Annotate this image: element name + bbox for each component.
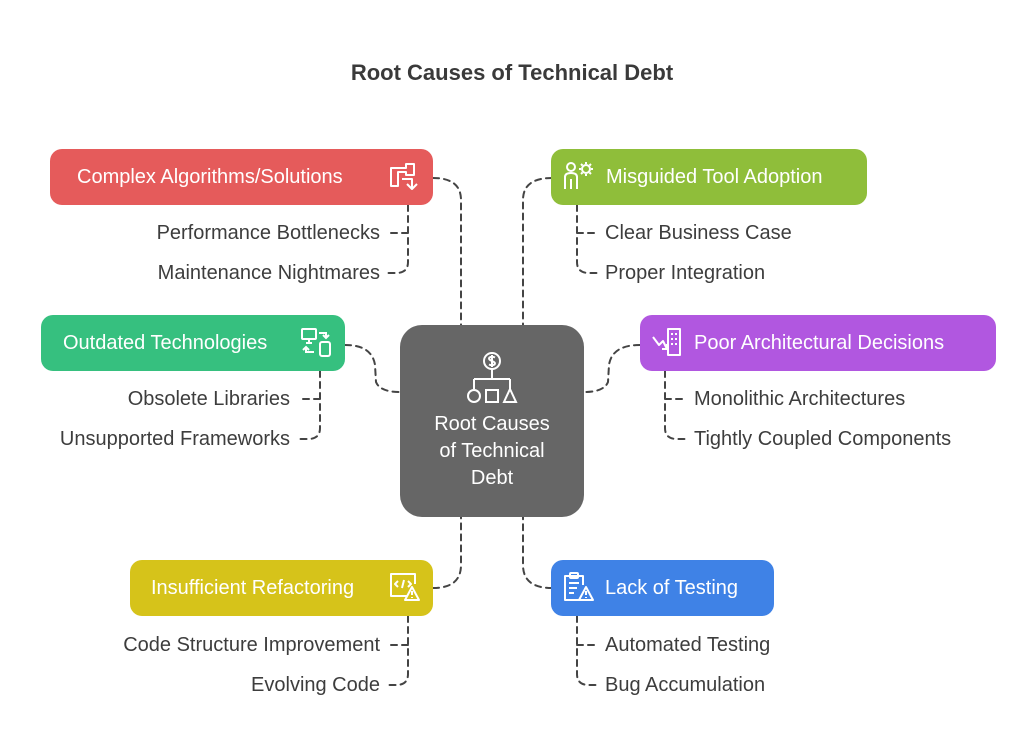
clipboard-warning-icon bbox=[564, 572, 594, 601]
sub-item: Clear Business Case bbox=[605, 222, 792, 244]
connector-complex bbox=[432, 177, 462, 326]
puzzle-arrow-icon bbox=[390, 163, 418, 190]
node-poor-architectural-decisions: Poor Architectural Decisions bbox=[640, 315, 996, 371]
code-warning-icon bbox=[390, 573, 420, 601]
node-outdated-technologies: Outdated Technologies bbox=[41, 315, 345, 371]
node-label: Misguided Tool Adoption bbox=[606, 166, 823, 188]
center-node: Root Causes of Technical Debt bbox=[400, 325, 584, 517]
sub-connector-tool bbox=[576, 204, 598, 274]
sub-item: Evolving Code bbox=[251, 674, 380, 696]
node-misguided-tool-adoption: Misguided Tool Adoption bbox=[551, 149, 867, 205]
node-label: Lack of Testing bbox=[605, 577, 739, 599]
sub-item: Proper Integration bbox=[605, 262, 766, 284]
sub-connector-refactoring bbox=[387, 615, 409, 686]
person-gear-icon bbox=[564, 162, 593, 189]
diagram-title: Root Causes of Technical Debt bbox=[350, 60, 674, 85]
sub-item: Unsupported Frameworks bbox=[59, 428, 290, 450]
sub-item: Performance Bottlenecks bbox=[156, 222, 380, 244]
sub-item: Obsolete Libraries bbox=[127, 388, 290, 410]
center-label: Root Causes of Technical Debt bbox=[434, 413, 550, 489]
sub-item: Bug Accumulation bbox=[605, 674, 766, 696]
node-label: Poor Architectural Decisions bbox=[694, 332, 945, 354]
connector-testing bbox=[522, 516, 553, 589]
node-label: Outdated Technologies bbox=[63, 332, 268, 354]
sub-item: Tightly Coupled Components bbox=[694, 428, 952, 450]
sub-connector-complex bbox=[387, 204, 409, 274]
flowchart-dollar-icon bbox=[467, 352, 518, 403]
node-complex-algorithms: Complex Algorithms/Solutions bbox=[50, 149, 433, 205]
sub-connector-outdated bbox=[299, 370, 321, 440]
devices-transfer-icon bbox=[301, 328, 331, 357]
sub-item: Code Structure Improvement bbox=[123, 634, 380, 656]
connector-outdated bbox=[344, 344, 401, 393]
node-insufficient-refactoring: Insufficient Refactoring bbox=[130, 560, 433, 616]
node-label: Complex Algorithms/Solutions bbox=[77, 166, 343, 188]
sub-connector-testing bbox=[576, 615, 598, 686]
sub-item: Automated Testing bbox=[605, 634, 771, 656]
node-label: Insufficient Refactoring bbox=[151, 577, 355, 599]
connector-architectural bbox=[583, 344, 641, 393]
connector-refactoring bbox=[432, 516, 462, 589]
building-decline-icon bbox=[652, 328, 681, 356]
node-lack-of-testing: Lack of Testing bbox=[551, 560, 774, 616]
connector-tool bbox=[522, 177, 553, 326]
sub-item: Monolithic Architectures bbox=[694, 388, 906, 410]
sub-connector-architectural bbox=[664, 370, 686, 440]
sub-item: Maintenance Nightmares bbox=[157, 262, 380, 284]
